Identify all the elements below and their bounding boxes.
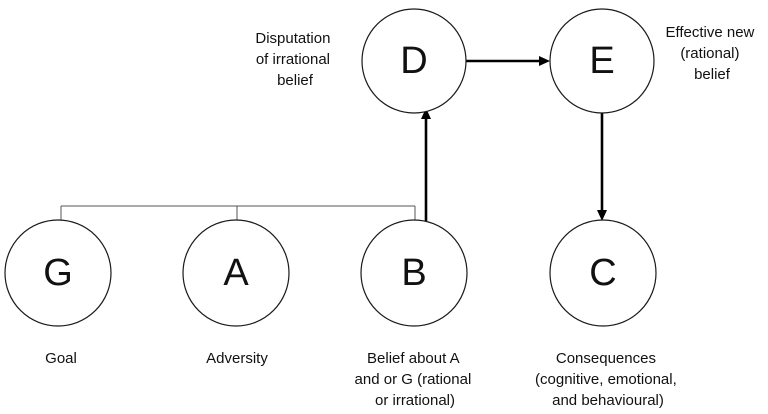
caption-g: Goal: [45, 350, 77, 367]
caption-c: Consequences (cognitive, emotional, and …: [535, 350, 681, 409]
node-g: G: [4, 219, 112, 327]
caption-d-line-3: belief: [277, 72, 314, 89]
caption-c-line-3: and behavioural): [552, 392, 664, 409]
node-c-letter: C: [589, 252, 616, 294]
node-b-letter: B: [401, 252, 426, 294]
node-a: A: [182, 219, 290, 327]
caption-c-line-2: (cognitive, emotional,: [535, 371, 677, 388]
caption-d-line-2: of irrational: [256, 51, 330, 68]
arrow-e-to-c: [597, 112, 607, 221]
node-a-letter: A: [223, 252, 249, 294]
node-e: E: [549, 8, 655, 114]
caption-b: Belief about A and or G (rational or irr…: [355, 350, 476, 409]
caption-g-line-1: Goal: [45, 350, 77, 367]
gab-connector: [60, 205, 416, 220]
caption-e-line-1: Effective new: [665, 24, 754, 41]
caption-b-line-2: and or G (rational: [355, 371, 472, 388]
caption-e-line-2: (rational): [680, 45, 739, 62]
caption-a: Adversity: [206, 350, 268, 367]
caption-a-line-1: Adversity: [206, 350, 268, 367]
arrow-b-to-d: [421, 108, 431, 221]
node-d: D: [361, 8, 467, 114]
node-b: B: [360, 219, 468, 327]
caption-d: Disputation of irrational belief: [255, 30, 334, 89]
arrow-d-to-e: [466, 56, 550, 66]
caption-e-line-3: belief: [694, 66, 731, 83]
node-c: C: [549, 219, 657, 327]
caption-e: Effective new (rational) belief: [665, 24, 758, 83]
node-g-letter: G: [43, 252, 73, 294]
node-d-letter: D: [400, 40, 427, 82]
caption-b-line-1: Belief about A: [367, 350, 460, 367]
node-e-letter: E: [589, 40, 614, 82]
caption-b-line-3: or irrational): [375, 392, 455, 409]
caption-c-line-1: Consequences: [556, 350, 656, 367]
caption-d-line-1: Disputation: [255, 30, 330, 47]
